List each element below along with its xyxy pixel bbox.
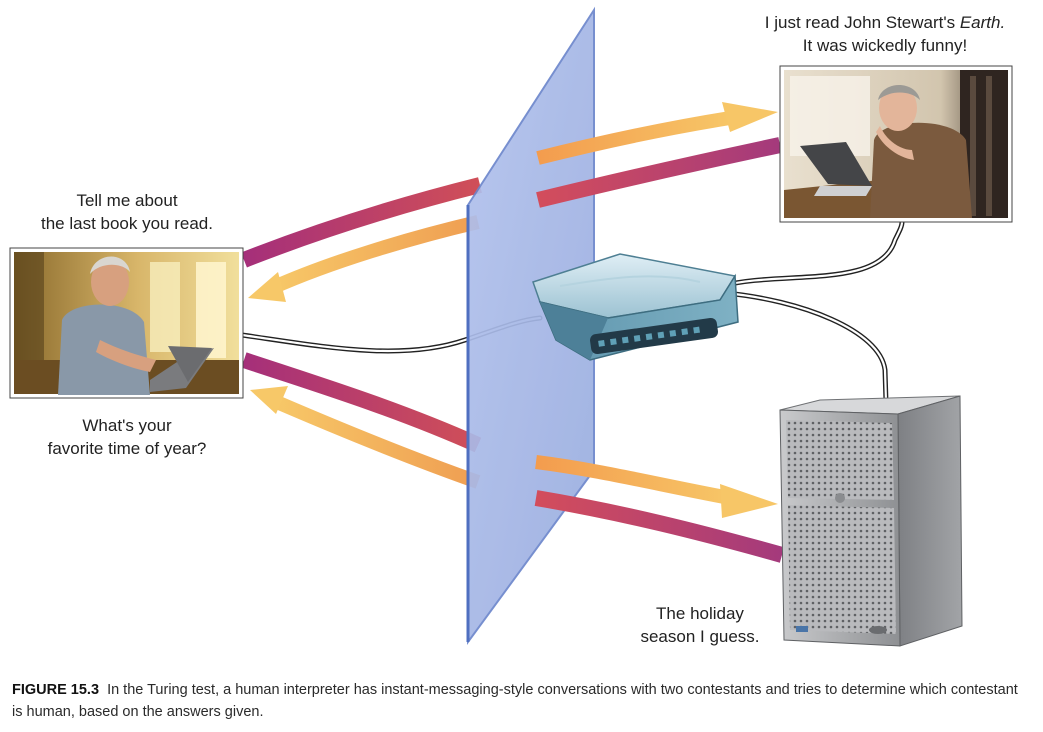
question-stream-to-computer <box>241 352 482 453</box>
question-stream-to-human-right <box>536 137 782 208</box>
message-streams-left <box>241 177 482 489</box>
answer-stream-from-computer <box>269 393 481 489</box>
human-answer: I just read John Stewart's Earth. It was… <box>735 11 1035 57</box>
figure-number: FIGURE 15.3 <box>12 682 100 698</box>
computer-answer-line-1: The holiday <box>656 604 744 623</box>
question-2-line-1: What's your <box>82 416 172 435</box>
caption-text: In the Turing test, a human interpreter … <box>12 682 1018 720</box>
computer-answer: The holiday season I guess. <box>610 602 790 648</box>
human-answer-line-2: It was wickedly funny! <box>802 36 968 55</box>
message-streams-right <box>534 102 785 563</box>
server-tower-icon <box>779 395 963 647</box>
answer-stream-computer-right <box>535 455 732 505</box>
arrowhead-to-interrogator-2 <box>250 386 288 414</box>
turing-test-diagram <box>9 6 1013 647</box>
question-1-line-2: the last book you read. <box>40 214 213 233</box>
network-router-icon <box>532 253 739 361</box>
figure-caption: FIGURE 15.3 In the Turing test, a human … <box>12 679 1022 723</box>
arrowhead-computer-answer <box>720 484 778 518</box>
human-contestant-photo <box>779 65 1013 223</box>
human-answer-text: I just read John Stewart's <box>764 13 960 32</box>
question-1-line-1: Tell me about <box>76 191 178 210</box>
arrowhead-human-answer <box>722 102 778 132</box>
answer-stream-from-human <box>269 215 480 295</box>
interrogator-question-1: Tell me about the last book you read. <box>22 189 232 235</box>
question-stream-to-computer-right <box>534 490 785 563</box>
book-title: Earth. <box>959 13 1006 32</box>
arrowhead-to-interrogator-1 <box>248 272 286 302</box>
question-2-line-2: favorite time of year? <box>47 439 207 458</box>
question-stream-to-human <box>241 177 482 268</box>
computer-answer-line-2: season I guess. <box>640 627 760 646</box>
interrogator-photo <box>9 247 244 399</box>
human-answer-line-1: I just read John Stewart's Earth. <box>735 11 1035 34</box>
answer-stream-human-right <box>536 111 732 165</box>
interrogator-question-2: What's your favorite time of year? <box>20 414 234 460</box>
